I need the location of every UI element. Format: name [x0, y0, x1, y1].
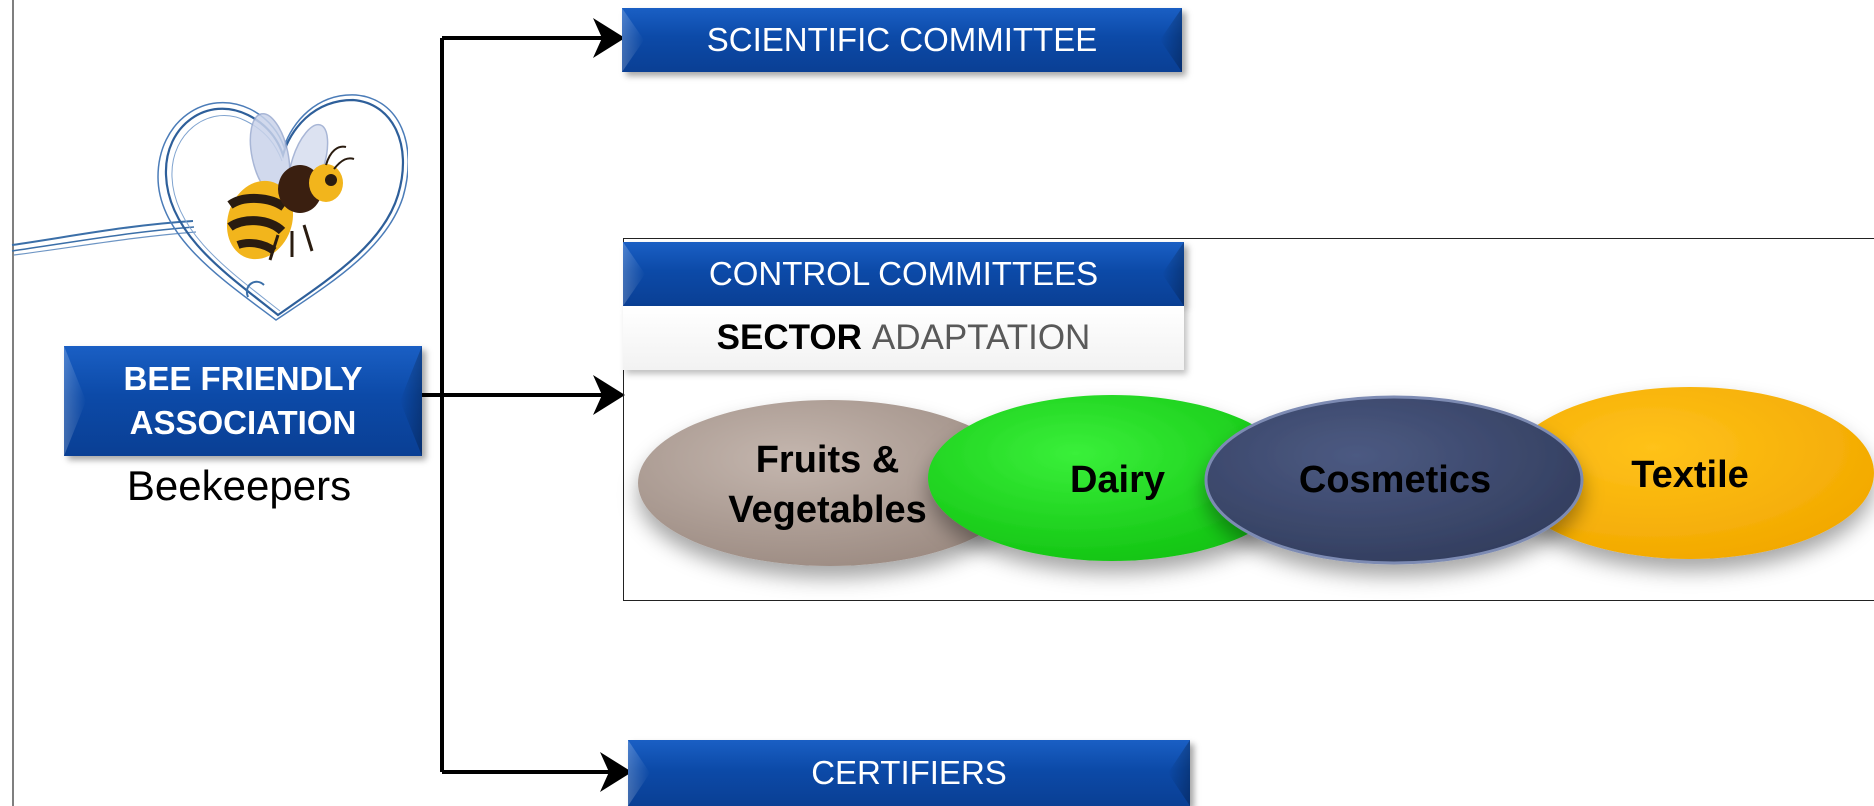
- fruits-line1: Fruits &: [755, 439, 900, 481]
- ellipse-fruits-vegetables: [638, 400, 1022, 566]
- arrow-head-control: [593, 375, 625, 415]
- ellipse-textile: [1506, 387, 1874, 559]
- left-border-line: [12, 0, 14, 806]
- arrow-head-scientific: [593, 18, 625, 58]
- beekeepers-label: Beekeepers: [126, 462, 352, 509]
- ellipse-dairy: [928, 395, 1296, 561]
- fruits-line2: Vegetables: [728, 489, 927, 531]
- dairy-label: Dairy: [1069, 459, 1166, 501]
- ellipse-cosmetics: [1204, 395, 1584, 565]
- control-committees-panel: [623, 238, 1874, 601]
- sector-adaptation-box: SECTOR ADAPTATION: [623, 306, 1184, 370]
- sector-textile: Textile: [1605, 450, 1775, 500]
- certifiers-box: CERTIFIERS: [628, 740, 1190, 806]
- textile-label: Textile: [1631, 454, 1749, 496]
- association-line2: ASSOCIATION: [129, 404, 357, 441]
- heart-bee-icon: [11, 94, 408, 321]
- sector-label: SECTOR: [716, 318, 862, 357]
- control-committees-box: CONTROL COMMITTEES: [623, 242, 1184, 306]
- certifiers-label: CERTIFIERS: [811, 754, 1007, 791]
- control-committees-label: CONTROL COMMITTEES: [708, 255, 1099, 292]
- scientific-committee-box: SCIENTIFIC COMMITTEE: [622, 8, 1182, 72]
- sector-dairy: Dairy: [1030, 455, 1205, 505]
- association-line1: BEE FRIENDLY: [123, 360, 363, 397]
- arrow-head-certifiers: [600, 752, 632, 792]
- adaptation-label: ADAPTATION: [871, 318, 1091, 357]
- bee-friendly-association-box: BEE FRIENDLY ASSOCIATION: [64, 346, 422, 456]
- sector-fruits-vegetables: Fruits & Vegetables: [700, 430, 955, 540]
- cosmetics-label: Cosmetics: [1298, 459, 1492, 501]
- scientific-committee-label: SCIENTIFIC COMMITTEE: [706, 21, 1098, 58]
- sector-cosmetics: Cosmetics: [1275, 455, 1515, 505]
